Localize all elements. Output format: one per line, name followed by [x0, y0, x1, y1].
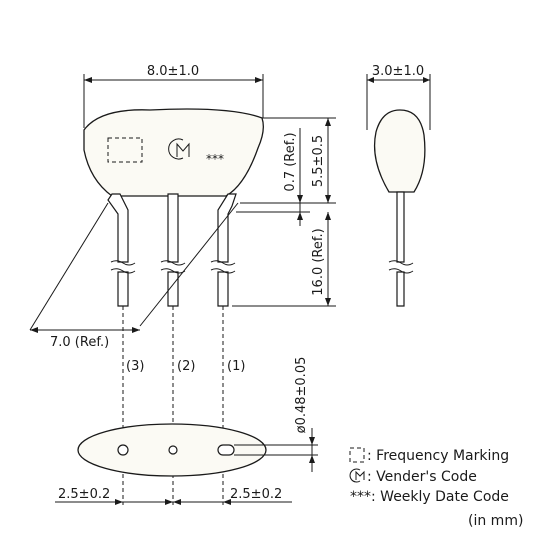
- lead-bend-label: 0.7 (Ref.): [283, 132, 298, 191]
- dimension-lead-span: [29, 202, 239, 333]
- bottom-view-leads: [117, 444, 235, 456]
- lead-center: [160, 193, 186, 307]
- legend: : Frequency Marking : Vender's Code ***:…: [349, 447, 523, 529]
- side-view-lead: [388, 191, 414, 307]
- pitch-right-label: 2.5±0.2: [230, 487, 282, 502]
- legend-vendor: : Vender's Code: [367, 469, 477, 485]
- legend-weekly: ***: Weekly Date Code: [350, 489, 509, 505]
- dimension-lead-bend: [236, 128, 310, 226]
- frequency-marking-box: [107, 137, 143, 163]
- thickness-label: 3.0±1.0: [372, 64, 424, 79]
- pitch-left-label: 2.5±0.2: [58, 487, 110, 502]
- lead-length-label: 16.0 (Ref.): [311, 228, 326, 295]
- body-height-label: 5.5±0.5: [311, 135, 326, 187]
- dimension-lead-diameter: [234, 428, 318, 472]
- dimension-width: [83, 74, 264, 128]
- pin-label-1: (1): [227, 359, 245, 374]
- dimension-body-height: [240, 117, 336, 204]
- lead-span-label: 7.0 (Ref.): [50, 335, 109, 350]
- width-label: 8.0±1.0: [147, 64, 199, 79]
- dimension-lead-length: [232, 212, 336, 307]
- date-code-marking: ***: [206, 152, 224, 166]
- resonator-body: [83, 108, 264, 197]
- units-note: (in mm): [468, 513, 523, 529]
- frequency-marking-legend-icon: [349, 447, 365, 463]
- lead-right: [210, 193, 237, 307]
- vendor-logo-legend-icon: [349, 468, 365, 483]
- side-view-body: [373, 109, 426, 193]
- vendor-logo-icon: [168, 138, 190, 160]
- dimension-thickness: [366, 74, 431, 130]
- dimension-pitch-right: [165, 499, 292, 505]
- legend-frequency: : Frequency Marking: [367, 448, 509, 464]
- lead-diameter-label: ø0.48±0.05: [294, 357, 309, 434]
- pin-label-2: (2): [177, 359, 195, 374]
- lead-left: [107, 193, 136, 307]
- pin-label-3: (3): [126, 359, 144, 374]
- pin-center-lines: [122, 306, 224, 505]
